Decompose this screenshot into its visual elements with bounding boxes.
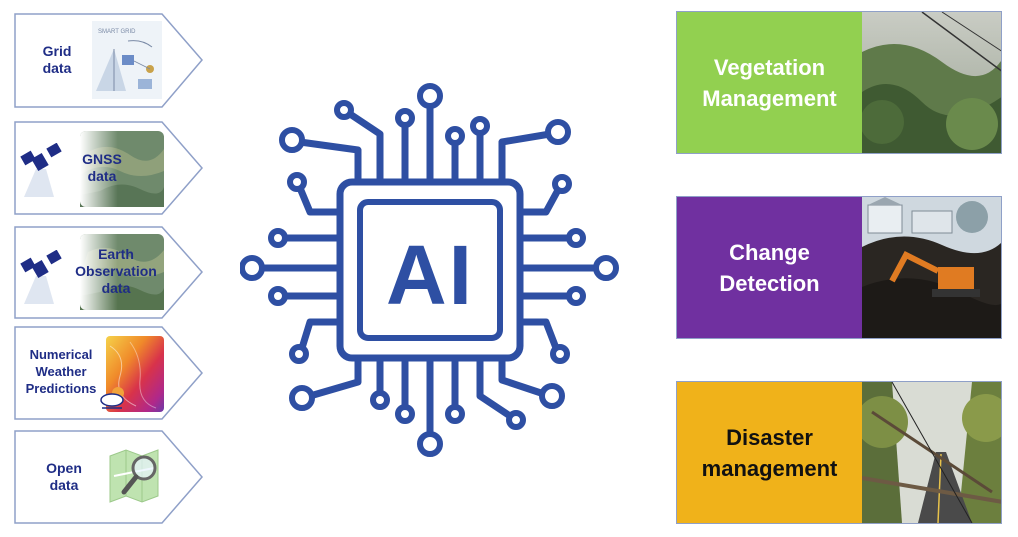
input-data-sources: Grid data SMART GRID <box>0 0 210 537</box>
gnss-data-label: GNSS data <box>82 151 122 184</box>
smart-grid-thumb-text: SMART GRID <box>98 29 136 35</box>
input-gnss-data: GNSS data <box>14 121 204 215</box>
satellite-map-image <box>80 131 164 207</box>
disaster-management-label: Disaster management <box>677 382 862 523</box>
satellite-icon <box>20 250 62 304</box>
forest-power-line-image <box>862 12 1001 153</box>
satellite-icon <box>20 143 62 197</box>
vegetation-photo <box>862 12 1001 153</box>
input-grid-data: Grid data SMART GRID <box>14 13 204 108</box>
output-disaster-management: Disaster management <box>676 381 1002 524</box>
disaster-photo <box>862 382 1001 523</box>
weather-cloud-icon <box>100 387 124 409</box>
fallen-trees-road-image <box>862 382 1001 523</box>
smart-grid-icon: SMART GRID <box>92 21 162 99</box>
grid-data-label: Grid data <box>42 43 72 76</box>
input-open-data: Open data <box>14 430 204 524</box>
map-magnifier-icon <box>109 449 159 503</box>
earth-observation-map-image <box>80 234 164 310</box>
change-detection-photo <box>862 197 1001 338</box>
open-data-label: Open data <box>46 460 82 493</box>
numerical-weather-predictions-label: Numerical Weather Predictions <box>25 347 97 396</box>
vegetation-management-label: Vegetation Management <box>677 12 862 153</box>
earth-observation-data-label: Earth Observation data <box>75 246 157 296</box>
output-vegetation-management: Vegetation Management <box>676 11 1002 154</box>
change-detection-label: Change Detection <box>677 197 862 338</box>
output-change-detection: Change Detection <box>676 196 1002 339</box>
ai-chip-icon <box>239 83 619 457</box>
input-numerical-weather-predictions: Numerical Weather Predictions <box>14 326 204 420</box>
ai-chip: AI <box>239 82 620 462</box>
ai-chip-label: AI <box>386 227 474 322</box>
input-earth-observation-data: Earth Observation data <box>14 226 204 319</box>
excavator-landslide-image <box>862 197 1001 338</box>
